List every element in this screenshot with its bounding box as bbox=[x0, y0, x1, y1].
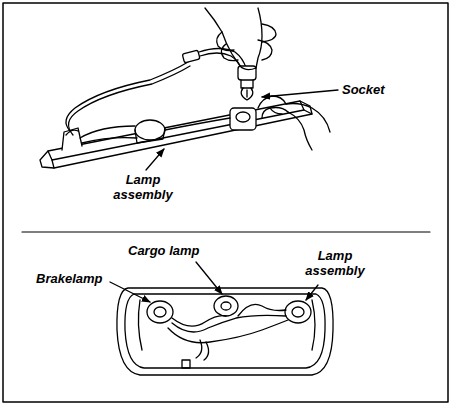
part-label: Lamp assembly bbox=[296, 248, 374, 278]
divider bbox=[22, 231, 430, 232]
leader-line bbox=[262, 90, 338, 97]
leader-line bbox=[110, 282, 150, 302]
leader-line bbox=[196, 262, 222, 294]
part-label: Lamp assembly bbox=[104, 172, 182, 202]
socket-and-bulb bbox=[238, 66, 256, 100]
part-label: Socket bbox=[342, 82, 412, 97]
part-label: Cargo lamp bbox=[128, 243, 218, 258]
leader-line bbox=[146, 149, 164, 170]
part-label: Brakelamp bbox=[36, 271, 116, 286]
upper-hand bbox=[205, 8, 276, 70]
top-lamp-housing bbox=[40, 49, 312, 169]
lower-hand bbox=[258, 96, 330, 150]
leader-line bbox=[306, 285, 318, 300]
frame bbox=[3, 3, 448, 402]
